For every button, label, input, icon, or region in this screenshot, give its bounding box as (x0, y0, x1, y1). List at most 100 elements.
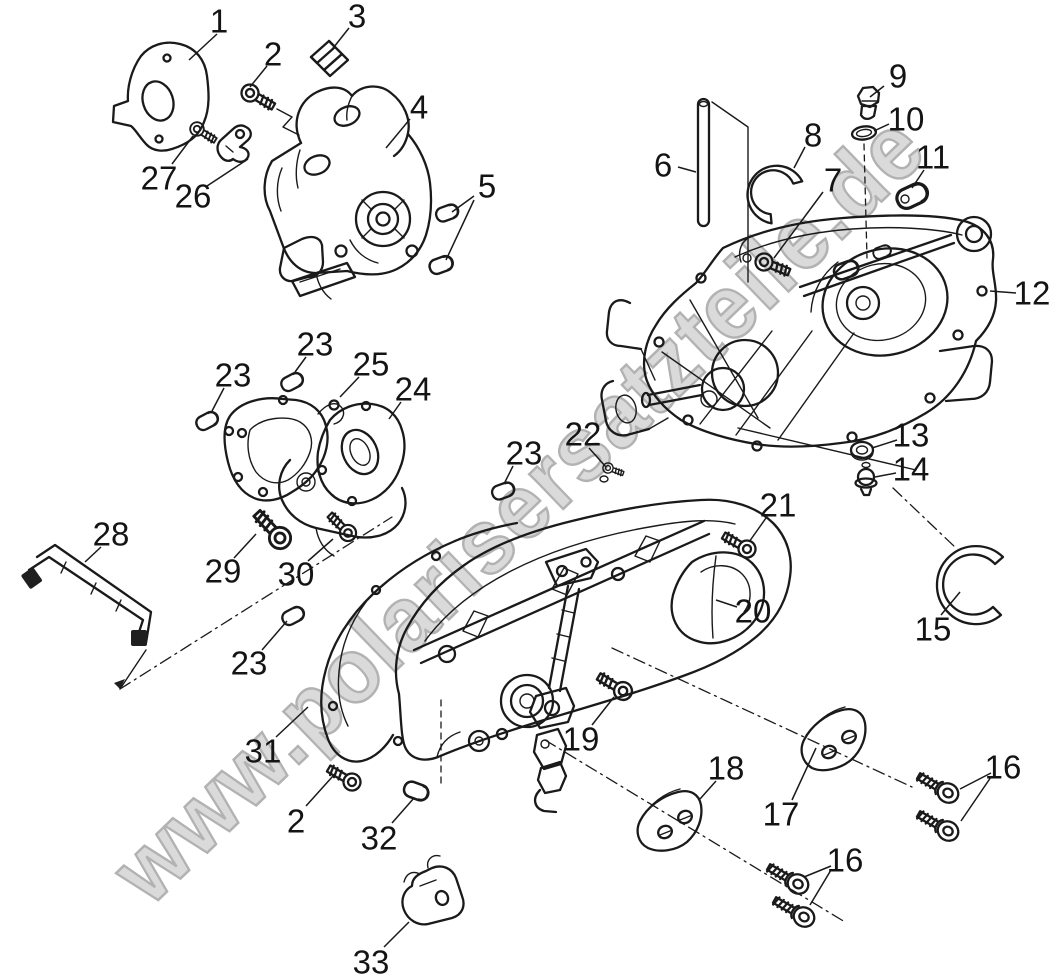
leader-line (793, 146, 806, 169)
leader-line (677, 166, 697, 173)
leader-line (773, 191, 824, 259)
part-4-crankcase-housing (263, 85, 433, 300)
part-8-clip (746, 164, 804, 225)
leader-line (959, 772, 992, 790)
part-29-bolt (247, 504, 297, 555)
part-number-22: 22 (565, 416, 602, 453)
callout-20: 20 (715, 593, 772, 630)
part-14-bolt (854, 461, 878, 497)
part-number-26: 26 (175, 178, 212, 215)
axis-bracket18-bolts (544, 739, 846, 923)
part-number-11: 11 (916, 139, 950, 176)
callout-23: 23 (294, 326, 334, 373)
part-number-28: 28 (93, 516, 130, 553)
callout-26: 26 (175, 158, 249, 215)
callout-6: 6 (654, 147, 697, 184)
leader-line (388, 401, 402, 420)
part-30-bolt (323, 508, 361, 546)
part-28-rod (21, 543, 153, 646)
callout-8: 8 (793, 117, 822, 169)
leader-line (385, 118, 411, 149)
leader-line (84, 546, 102, 563)
arrowhead (114, 679, 125, 689)
leader-line (275, 706, 309, 738)
callout-22: 22 (565, 416, 607, 468)
callout-28: 28 (84, 516, 130, 563)
part-number-23: 23 (506, 435, 543, 472)
callout-16: 16 (959, 749, 1021, 822)
part-24-cover (278, 400, 407, 557)
leader-line (391, 797, 415, 824)
leader-line (171, 135, 194, 165)
part-number-21: 21 (760, 487, 797, 524)
axis-14-15 (892, 487, 958, 550)
leader-line (188, 33, 218, 61)
part-number-30: 30 (278, 556, 315, 593)
part-33-clamp (401, 854, 465, 926)
part-12-crankcase (600, 214, 998, 452)
leader-line (383, 921, 410, 948)
callout-18: 18 (699, 750, 744, 800)
part-2-bolt-top (237, 80, 279, 116)
part-number-15: 15 (915, 611, 952, 648)
leader-line (294, 356, 307, 373)
callout-12: 12 (989, 275, 1050, 312)
callout-30: 30 (278, 538, 334, 593)
part-number-29: 29 (205, 553, 242, 590)
part-number-10: 10 (888, 101, 925, 138)
callout-3: 3 (329, 0, 366, 53)
leader-line (591, 696, 615, 726)
watermark-text: www.polarisersatzteile.de (92, 95, 944, 923)
axis-cover-bracket17 (611, 647, 913, 788)
part-3-spacer (309, 39, 350, 78)
leader-line (211, 387, 225, 412)
callout-4: 4 (385, 89, 428, 149)
part-number-4: 4 (410, 89, 428, 126)
part-32-pin (400, 778, 432, 804)
leader-line (445, 199, 475, 261)
callout-2: 2 (249, 36, 282, 88)
callout-7: 7 (773, 162, 842, 259)
callout-29: 29 (205, 533, 257, 590)
callout-31: 31 (245, 706, 309, 770)
part-number-27: 27 (141, 160, 178, 197)
part-number-16: 16 (827, 842, 864, 879)
part-15-snap-ring (935, 544, 1005, 626)
callout-10: 10 (873, 101, 925, 138)
part-number-14: 14 (893, 451, 930, 488)
callout-23: 23 (211, 357, 251, 412)
part-26-fork (216, 124, 252, 163)
part-number-23: 23 (297, 326, 334, 363)
callout-32: 32 (361, 797, 415, 857)
callout-33: 33 (353, 921, 410, 977)
leader-line (699, 780, 717, 800)
callout-9: 9 (869, 58, 907, 98)
leader-line (503, 465, 514, 485)
callout-21: 21 (748, 487, 797, 543)
axis-9-10 (863, 143, 868, 259)
callout-25: 25 (339, 346, 390, 398)
part-number-7: 7 (824, 162, 842, 199)
callout-5: 5 (445, 168, 496, 261)
leader-line (803, 865, 832, 878)
leader-line (748, 517, 767, 543)
part-number-25: 25 (353, 346, 390, 383)
leader-line (715, 599, 738, 608)
leader-line (233, 533, 257, 559)
leader-line (940, 591, 961, 616)
part-22-stud (599, 460, 626, 483)
part-17-bracket (800, 706, 867, 772)
callout-27: 27 (141, 135, 194, 197)
leader-line (329, 27, 350, 53)
part-31-gasket (320, 521, 519, 763)
callout-2: 2 (287, 775, 334, 840)
callout-19: 19 (563, 696, 615, 758)
leader-line (871, 439, 898, 449)
part-number-20: 20 (735, 593, 772, 630)
part-number-9: 9 (889, 58, 907, 95)
axis-rod-mount (119, 516, 393, 690)
break-line (276, 108, 300, 136)
leader-line (451, 195, 475, 213)
part-2-bolt-bottom (323, 759, 365, 795)
